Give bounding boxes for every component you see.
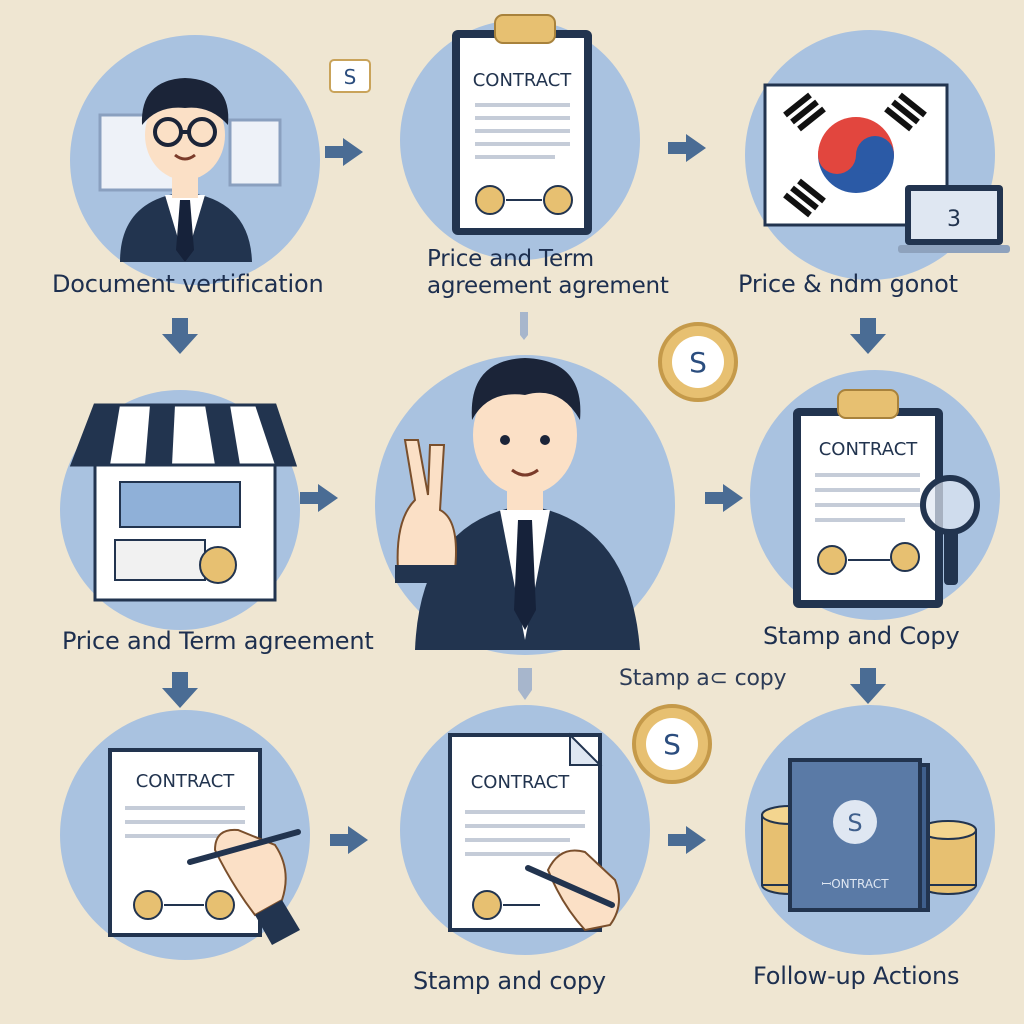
arrow-right-icon: [668, 826, 706, 854]
arrow-down-icon: [850, 668, 886, 704]
arrow-down-icon: [162, 672, 198, 708]
businessman-glasses-icon: [98, 78, 282, 262]
step1-label: Document vertification: [52, 270, 324, 298]
arrow-down-icon: [850, 318, 886, 354]
magnifier-icon: [920, 475, 980, 585]
coin-icon: S: [329, 59, 371, 93]
coin-symbol: S: [344, 65, 357, 89]
arrow-right-icon: [325, 138, 363, 166]
arrow-right-icon: [705, 484, 743, 512]
laptop-icon: 3: [898, 185, 1010, 253]
storefront-icon: [69, 403, 298, 602]
coin-icon: S: [658, 322, 738, 402]
coin-icon: S: [632, 704, 712, 784]
step4-label: Price and Term agreement: [62, 627, 374, 655]
coin-symbol: S: [847, 809, 862, 837]
step5-label: Stamp and Copy: [763, 622, 960, 650]
arrow-right-icon: [668, 134, 706, 162]
signing-contract-icon: CONTRACT: [108, 748, 301, 945]
arrow-down-icon: [518, 668, 532, 700]
signing-contract-icon: CONTRACT: [448, 732, 620, 932]
contract-title: CONTRACT: [819, 439, 919, 460]
step2-label-line2: agreement agrement: [427, 273, 669, 299]
contract-title: CONTRACT: [473, 70, 573, 91]
coin-symbol: S: [663, 728, 681, 761]
step2-label-line1: Price and Term: [427, 246, 594, 272]
book-title: ꟷONTRACT: [821, 877, 889, 891]
arrow-down-icon: [520, 312, 528, 340]
businessman-peace-icon: [395, 358, 640, 650]
step7-label: Stamp and copy: [413, 967, 606, 995]
arrow-right-icon: [300, 484, 338, 512]
step3-label: Price & ndm gonot: [738, 270, 958, 298]
contract-title: CONTRACT: [136, 771, 236, 792]
laptop-plate-text: 3: [947, 207, 961, 232]
stamp-note-label: Stamp a⊂ copy: [619, 666, 787, 691]
contract-book-icon: S ꟷONTRACT: [761, 758, 977, 912]
coin-symbol: S: [689, 346, 707, 379]
arrow-down-icon: [162, 318, 198, 354]
arrow-right-icon: [330, 826, 368, 854]
contract-title: CONTRACT: [471, 772, 571, 793]
step8-label: Follow-up Actions: [753, 962, 960, 990]
clipboard-contract-icon: CONTRACT: [452, 14, 592, 235]
clipboard-contract-icon: CONTRACT: [793, 389, 943, 608]
